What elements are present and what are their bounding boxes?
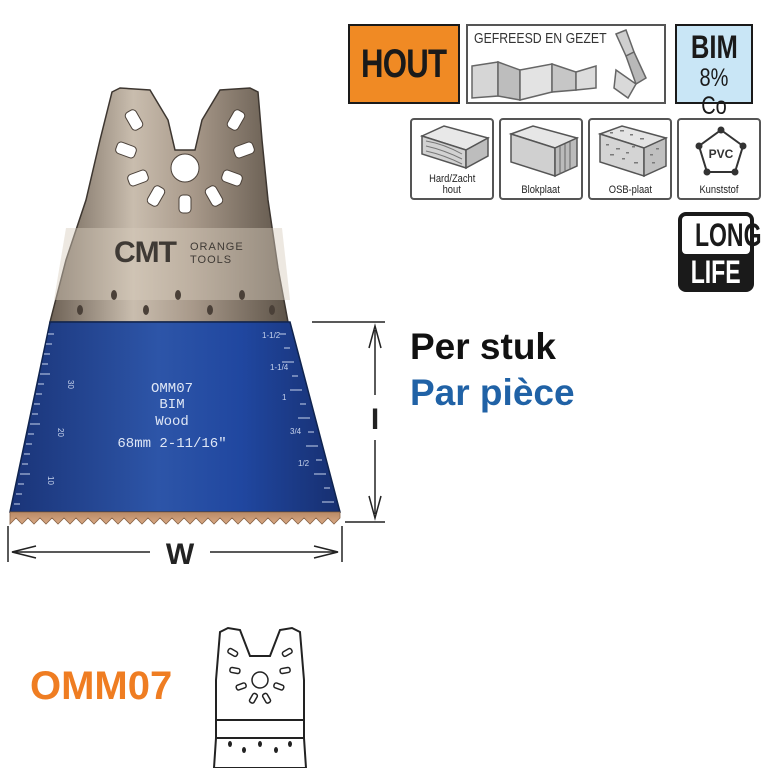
material-blockboard: Blokplaat xyxy=(499,118,583,200)
etch-application: Wood xyxy=(155,414,189,430)
length-dimension xyxy=(312,321,385,523)
material-osb: OSB-plaat xyxy=(588,118,672,200)
scale-label: 3/4 xyxy=(290,427,302,436)
brand-sub-orange: ORANGE xyxy=(190,241,244,253)
mounting-star-holes xyxy=(115,109,255,214)
bim-cobalt-badge: BIM 8% Co xyxy=(675,24,753,120)
blade-illustration: CMT ORANGE TOOLS 30 20 10 xyxy=(7,87,385,571)
scale-label: 1-1/4 xyxy=(270,363,289,372)
material-label: Hard/Zacht xyxy=(428,173,476,185)
material-plastic: PVC Kunststof xyxy=(677,118,761,200)
hardwood-icon xyxy=(419,125,490,170)
brand-logo-text: CMT xyxy=(114,236,177,269)
long-label: LONG xyxy=(694,217,762,253)
blade-left-scale xyxy=(14,333,54,505)
scale-label: 20 xyxy=(56,428,65,437)
blade-right-scale xyxy=(280,333,334,503)
blade-rivets xyxy=(77,290,275,315)
blade-teeth xyxy=(9,511,341,525)
material-label: Blokplaat xyxy=(521,184,561,196)
osb-board-icon xyxy=(597,125,668,178)
material-label-sub: hout xyxy=(442,184,462,196)
product-code: OMM07 xyxy=(30,664,173,708)
plunge-and-flush-cut-icon xyxy=(471,29,647,101)
scale-label: 10 xyxy=(46,476,55,485)
price-unit-french: Par pièce xyxy=(410,372,575,413)
cut-type-label: GEFREESD EN GEZET xyxy=(474,30,607,47)
cut-type-badge: GEFREESD EN GEZET xyxy=(466,24,666,104)
scale-label: 1/2 xyxy=(298,459,310,468)
blade-outline-thumbnail xyxy=(212,626,308,768)
material-badge-hout: HOUT xyxy=(348,24,460,104)
blade-mounting-head xyxy=(49,87,289,323)
pvc-text: PVC xyxy=(709,147,734,161)
scale-label: 1 xyxy=(282,393,287,402)
long-life-badge: LONG LIFE xyxy=(678,212,761,292)
pvc-plastic-icon: PVC xyxy=(695,126,747,176)
life-label: LIFE xyxy=(691,254,741,290)
scale-label: 30 xyxy=(66,380,75,389)
material-label: Kunststof xyxy=(699,184,739,196)
width-dimension xyxy=(7,526,343,562)
price-unit-dutch: Per stuk xyxy=(410,326,557,367)
etch-size: 68mm 2-11/16" xyxy=(117,436,226,452)
etch-material: BIM xyxy=(159,397,184,413)
brand-sub-tools: TOOLS xyxy=(190,254,232,266)
etch-model: OMM07 xyxy=(151,381,193,397)
blockboard-icon xyxy=(508,125,579,178)
material-hardwood: Hard/Zacht hout xyxy=(410,118,494,200)
bim-label: BIM xyxy=(690,29,738,65)
cobalt-label: 8% Co xyxy=(699,64,729,120)
material-badge-text: HOUT xyxy=(361,41,447,86)
material-label: OSB-plaat xyxy=(608,184,652,196)
width-label: W xyxy=(166,538,195,571)
scale-label: 1-1/2 xyxy=(262,331,281,340)
length-label: I xyxy=(371,403,379,436)
